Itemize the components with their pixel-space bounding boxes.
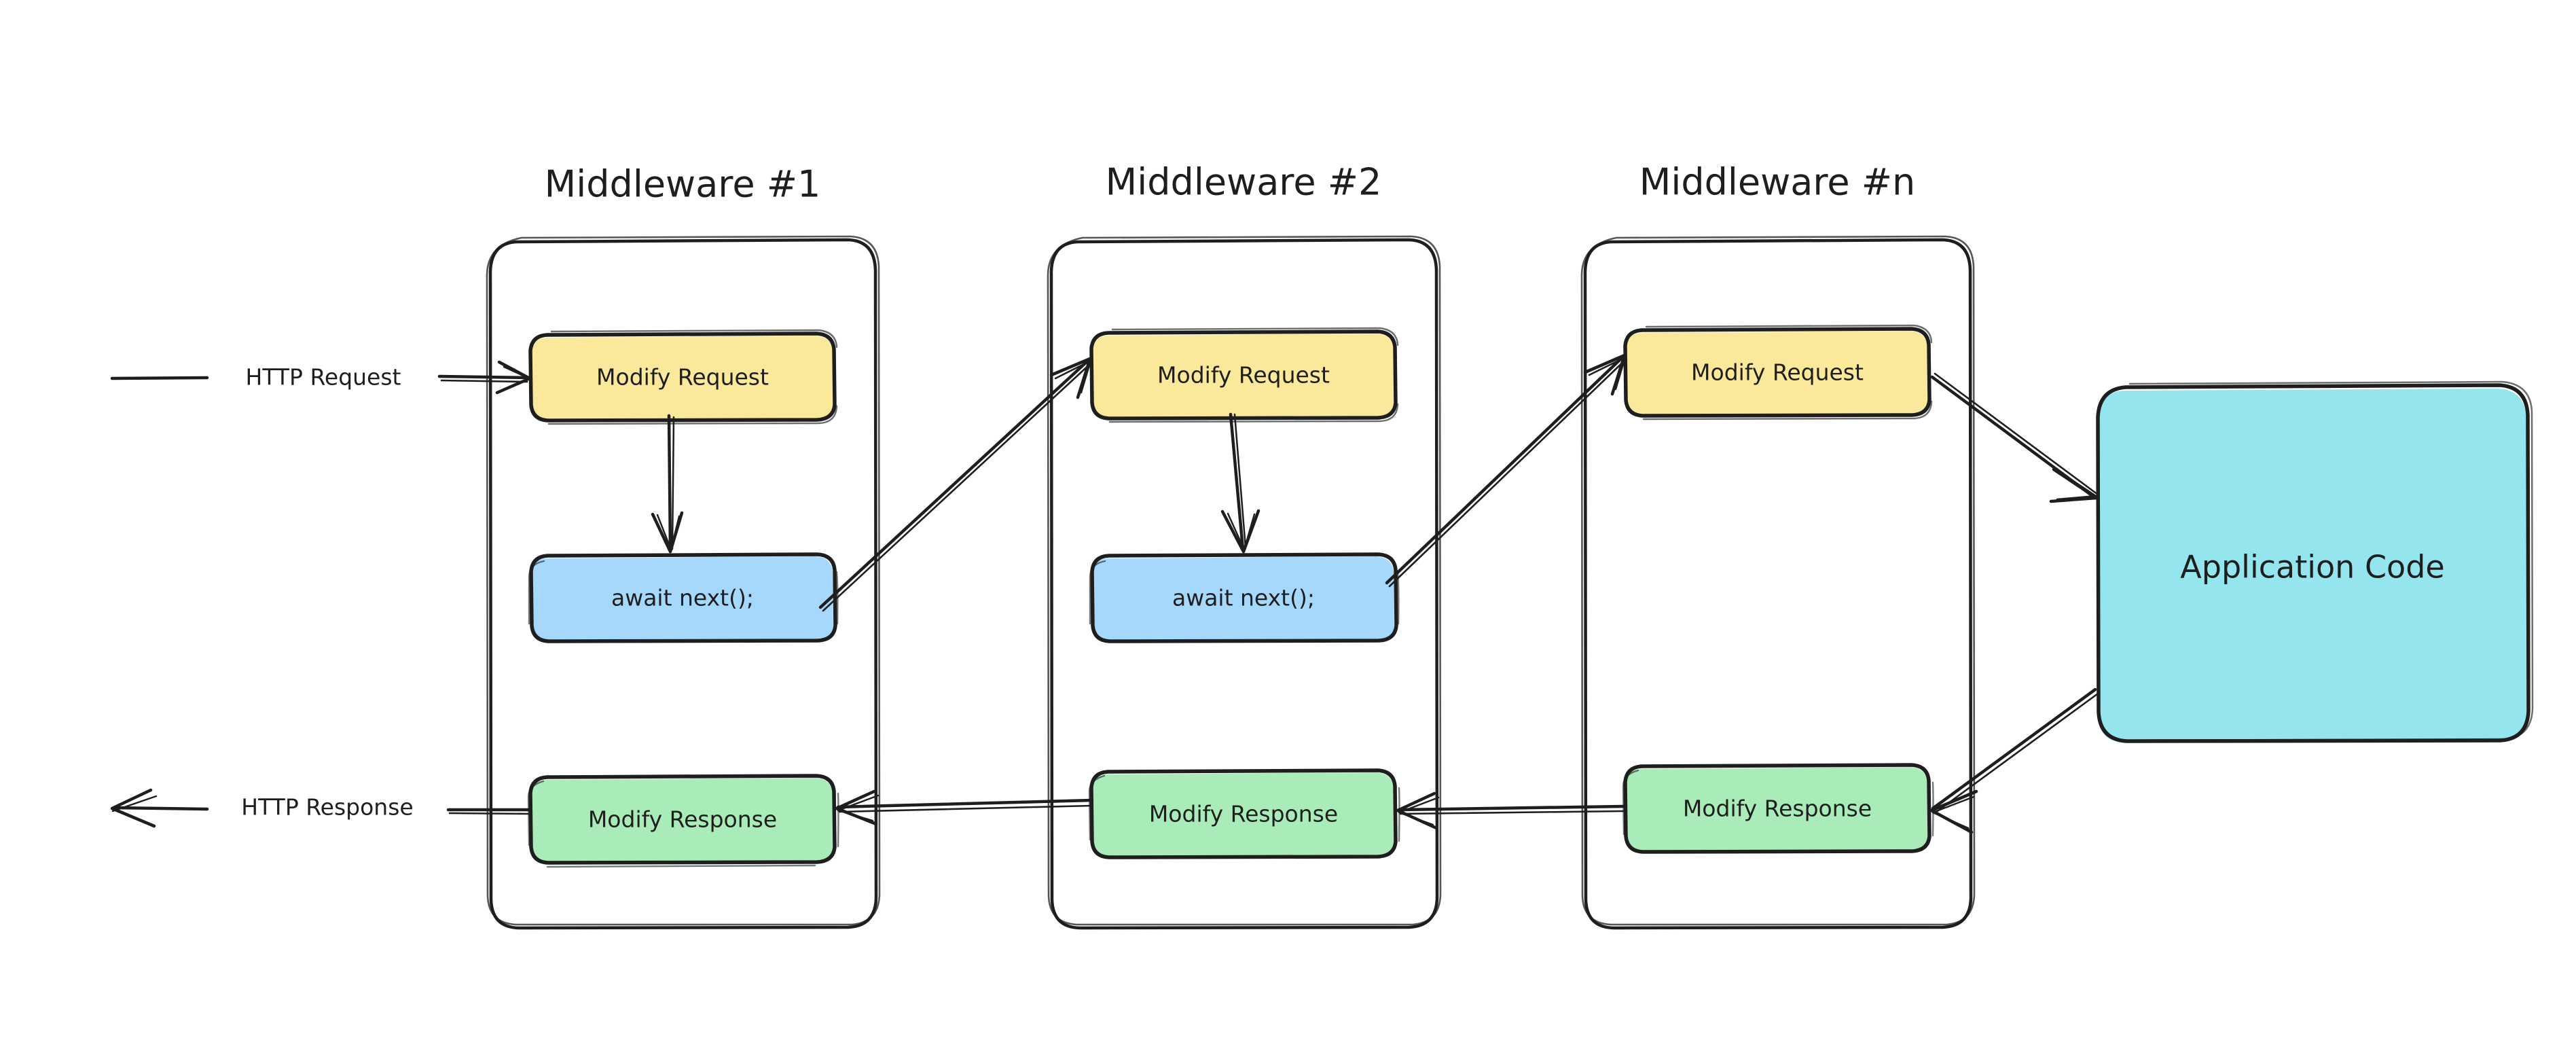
arrow-mw2-request-to-next xyxy=(1220,412,1260,554)
node-await-next-1[interactable]: await next(); xyxy=(528,552,839,643)
node-label: Modify Request xyxy=(596,364,769,391)
node-application-code[interactable]: Application Code xyxy=(2096,380,2534,743)
node-label: Modify Request xyxy=(1691,359,1864,386)
node-modify-response-2[interactable]: Modify Response xyxy=(1088,768,1400,859)
node-modify-request-n[interactable]: Modify Request xyxy=(1623,324,1933,421)
node-await-next-2[interactable]: await next(); xyxy=(1089,552,1400,643)
middleware-title-2: Middleware #2 xyxy=(1106,161,1382,204)
application-code-label: Application Code xyxy=(2180,549,2444,586)
arrow-app-to-mwn-response xyxy=(1929,687,2099,834)
node-label: await next(); xyxy=(611,585,754,611)
node-modify-request-1[interactable]: Modify Request xyxy=(528,329,838,425)
arrow-label-http-response: HTTP Response xyxy=(241,794,413,821)
middleware-container-n[interactable] xyxy=(1580,235,1976,930)
arrow-http-response: HTTP Response xyxy=(110,788,530,828)
arrow-mw1-next-to-mw2-request xyxy=(818,357,1093,612)
node-modify-response-1[interactable]: Modify Response xyxy=(527,774,839,868)
node-label: Modify Response xyxy=(1149,801,1338,827)
node-label: Modify Response xyxy=(588,806,777,833)
node-label: Modify Request xyxy=(1157,362,1330,389)
arrow-http-request: HTTP Request xyxy=(110,360,532,395)
arrow-mwn-response-to-mw2-response xyxy=(1396,791,1625,830)
middleware-container-1[interactable] xyxy=(486,235,881,930)
middleware-title-n: Middleware #n xyxy=(1639,161,1916,204)
middleware-container-2[interactable] xyxy=(1047,235,1442,930)
node-modify-response-n[interactable]: Modify Response xyxy=(1622,763,1934,854)
arrow-mwn-request-to-app xyxy=(1930,372,2099,503)
arrow-label-http-request: HTTP Request xyxy=(246,364,401,391)
node-modify-request-2[interactable]: Modify Request xyxy=(1089,327,1399,423)
node-label: Modify Response xyxy=(1683,795,1872,822)
middleware-title-1: Middleware #1 xyxy=(545,163,821,206)
node-label: await next(); xyxy=(1172,585,1315,611)
arrow-mw1-request-to-next xyxy=(651,414,684,554)
arrow-mw2-next-to-mwn-request xyxy=(1385,353,1627,588)
arrow-mw2-response-to-mw1-response xyxy=(835,789,1094,826)
